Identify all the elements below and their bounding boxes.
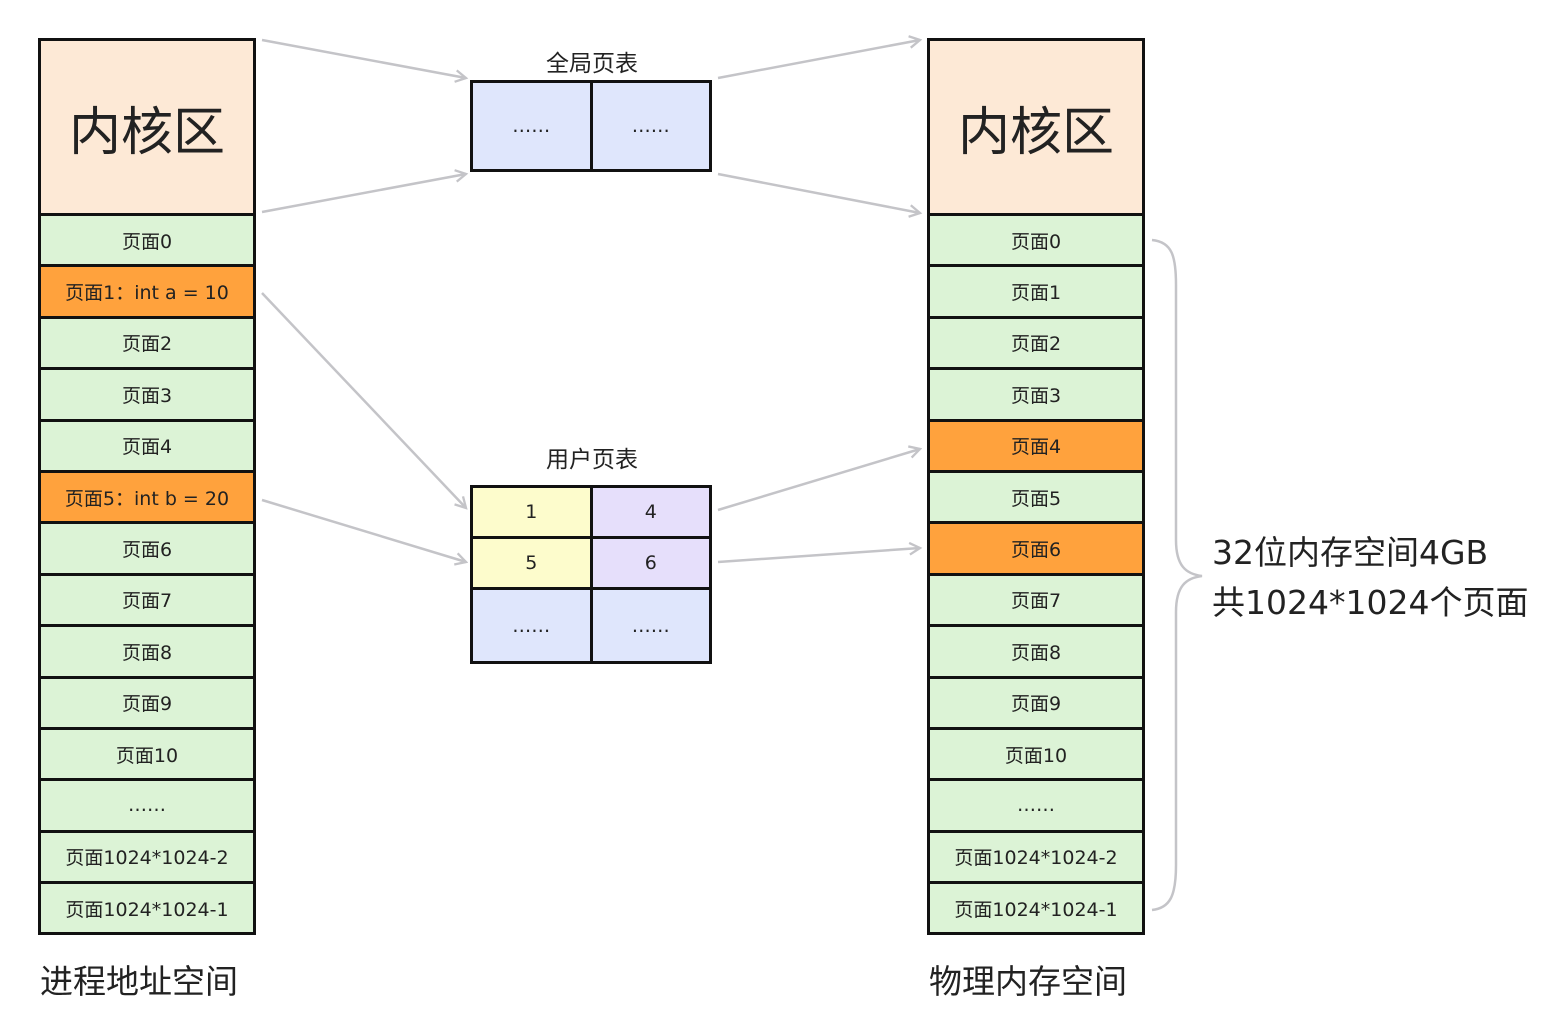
user-page-table-title: 用户页表 [546,447,638,473]
arrow-page5-to-user-table [261,498,466,562]
process-page-7: 页面7 [41,575,253,625]
global-table-cell: …… [473,83,590,169]
process-page-1: 页面1：int a = 10 [41,267,253,316]
physical-page-3: 页面3 [930,370,1142,419]
arrow-page1-to-user-table [261,292,466,508]
physical-page-4: 页面4 [930,421,1142,470]
arrow-user-table-to-page4 [717,449,920,512]
arrow-kernel-top-to-global [261,38,466,78]
physical-page-last: 页面1024*1024-1 [930,884,1142,933]
physical-page-ellipsis: …… [930,781,1142,830]
page-count-line: 共1024*1024个页面 [1212,583,1529,622]
process-address-space-column: 内核区 页面0 页面1：int a = 10 页面2 页面3 页面4 页面5：i… [38,38,256,936]
physical-page-8: 页面8 [930,627,1142,676]
process-page-9: 页面9 [41,678,253,727]
process-page-10: 页面10 [41,729,253,779]
memory-size-line: 32位内存空间4GB [1212,533,1489,572]
process-page-8: 页面8 [41,627,253,676]
curly-brace [1151,238,1203,912]
memory-size-note: 32位内存空间4GB 共1024*1024个页面 [1212,528,1528,628]
arrow-kernel-bottom-to-global [261,174,466,214]
process-page-0: 页面0 [41,216,253,265]
user-table-cell: 5 [473,539,590,587]
physical-page-2: 页面2 [930,318,1142,368]
process-space-caption: 进程地址空间 [40,962,238,1001]
user-page-table: 1 4 5 6 …… …… [470,485,712,664]
physical-page-second-last: 页面1024*1024-2 [930,832,1142,882]
physical-page-10: 页面10 [930,729,1142,779]
user-table-cell: 1 [473,488,590,536]
arrow-global-to-kernel-bottom [717,172,920,213]
global-table-cell: …… [592,83,709,169]
user-table-cell: 6 [592,539,709,587]
physical-memory-caption: 物理内存空间 [929,962,1127,1001]
user-table-cell: 4 [592,488,709,536]
process-page-last: 页面1024*1024-1 [41,884,253,933]
global-page-table-title: 全局页表 [546,51,638,77]
process-kernel-region: 内核区 [41,41,253,213]
physical-page-5: 页面5 [930,472,1142,522]
arrow-user-table-to-page6 [717,548,920,564]
process-page-ellipsis: …… [41,781,253,830]
process-page-2: 页面2 [41,318,253,368]
user-table-cell: …… [473,590,590,661]
physical-page-6: 页面6 [930,524,1142,573]
process-page-second-last: 页面1024*1024-2 [41,832,253,882]
physical-page-7: 页面7 [930,575,1142,625]
user-table-cell: …… [592,590,709,661]
process-page-4: 页面4 [41,421,253,470]
arrow-global-to-kernel-top [717,40,920,80]
physical-page-1: 页面1 [930,267,1142,316]
physical-kernel-region: 内核区 [930,41,1142,213]
process-page-5: 页面5：int b = 20 [41,472,253,522]
process-page-3: 页面3 [41,370,253,419]
global-page-table: …… …… [470,80,712,172]
physical-page-9: 页面9 [930,678,1142,727]
process-page-6: 页面6 [41,524,253,573]
physical-page-0: 页面0 [930,216,1142,265]
physical-memory-column: 内核区 页面0 页面1 页面2 页面3 页面4 页面5 页面6 页面7 页面8 … [927,38,1145,936]
